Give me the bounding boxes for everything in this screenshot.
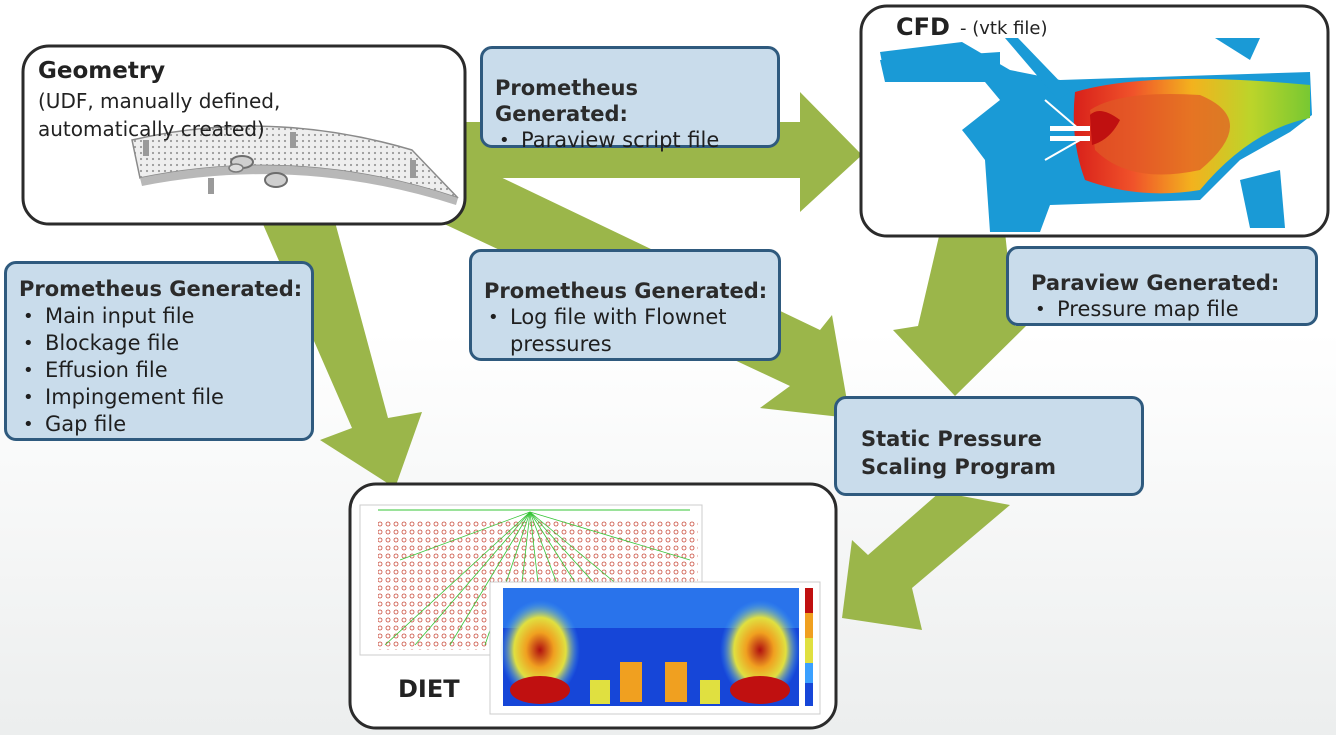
note-input-files-header: Prometheus Generated: [19,277,303,301]
scaling-program-line1: Static Pressure [861,427,1042,451]
list-item: Effusion file [19,357,311,384]
diet-pressure-heatmap [489,581,821,715]
geometry-part-image [131,125,459,205]
diet-title: DIET [398,675,460,703]
list-item-continuation: pressures [510,332,612,356]
geometry-subtitle-line2: automatically created) [38,117,265,141]
cfd-subtitle: - (vtk file) [960,18,1048,39]
geometry-title: Geometry [38,58,166,84]
note-input-files: Prometheus Generated: Main input file Bl… [4,261,314,441]
list-item: Paraview script file [495,127,777,154]
note-log-file-header: Prometheus Generated: [484,279,768,303]
scaling-program-box: Static Pressure Scaling Program [834,396,1144,496]
note-log-file: Prometheus Generated: Log file with Flow… [469,249,781,361]
cfd-contour-image [880,38,1312,232]
geometry-label: Geometry (UDF, manually defined, automat… [38,57,280,143]
cfd-title: CFD [896,13,950,41]
list-item: Log file with Flownet [484,304,778,331]
note-pressure-map-list: Pressure map file [1031,296,1315,323]
note-paraview-script-list: Paraview script file [495,127,777,154]
arrow-cfd-to-scaling [893,232,1030,396]
scaling-program-line2: Scaling Program [861,455,1057,479]
list-item: Gap file [19,411,311,438]
arrow-scaling-to-diet [842,492,1010,630]
geometry-subtitle-line1: (UDF, manually defined, [38,89,281,113]
list-item: Pressure map file [1031,296,1315,323]
note-pressure-map: Paraview Generated: Pressure map file [1006,246,1318,326]
note-paraview-script: Prometheus Generated: Paraview script fi… [480,46,780,154]
note-input-files-list: Main input file Blockage file Effusion f… [19,303,311,438]
list-item: Impingement file [19,384,311,411]
list-item: Blockage file [19,330,311,357]
note-log-file-list: Log file with Flownet pressures [484,304,778,358]
note-pressure-map-header: Paraview Generated: [1031,271,1280,295]
note-paraview-script-header: Prometheus Generated: [495,76,638,126]
list-item: Main input file [19,303,311,330]
